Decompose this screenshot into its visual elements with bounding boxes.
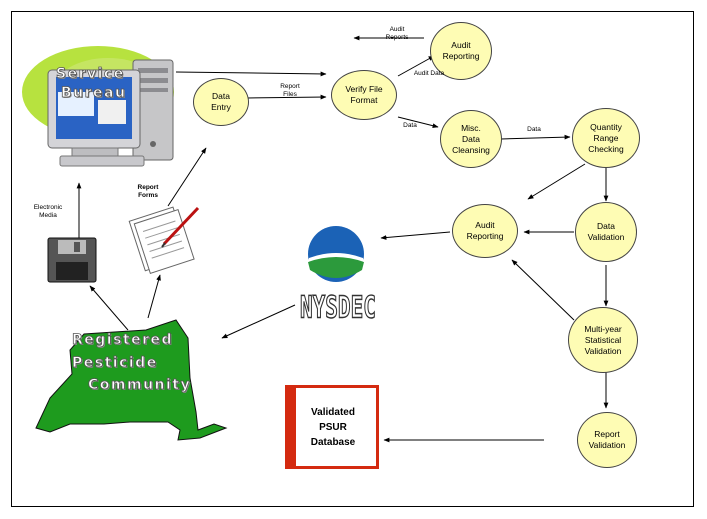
floppy-disk-icon: [47, 237, 97, 283]
service-bureau-label-line1: Service: [56, 66, 125, 83]
node-verify-file-format: Verify File Format: [331, 70, 397, 120]
computer-icon: [22, 46, 174, 167]
arrow-nysdec-to-community: [221, 304, 296, 339]
database-tab-accent: [285, 385, 296, 469]
community-label-line3: Community: [88, 377, 192, 394]
arrow-entry-to-verify: [246, 94, 327, 100]
label-data-2: Data: [527, 126, 541, 133]
arrow-community-to-forms: [147, 274, 161, 319]
database-label-line1: Validated: [311, 406, 355, 418]
label-data-1: Data: [403, 122, 417, 129]
nysdec-logo-icon: [308, 226, 364, 282]
community-label-line2: Pesticide: [72, 355, 158, 372]
node-data-entry: Data Entry: [193, 78, 249, 126]
label-report-files: Report Files: [280, 83, 300, 98]
node-report-validation: Report Validation: [577, 412, 637, 468]
label-report-forms: Report Forms: [137, 184, 159, 199]
service-bureau-label-line2: Bureau: [61, 85, 127, 102]
nysdec-label: NYSDEC: [300, 289, 377, 325]
arrow-quantity-to-audit: [527, 163, 586, 200]
node-misc-data-cleansing: Misc. Data Cleansing: [440, 110, 502, 168]
label-audit-data: Audit Data: [413, 70, 445, 77]
arrow-multiyear-to-audit: [511, 259, 575, 321]
label-electronic-media: Electronic Media: [33, 204, 63, 219]
arrow-verify-to-cleansing: [397, 116, 439, 129]
node-audit-reporting-top: Audit Reporting: [430, 22, 492, 80]
node-data-validation: Data Validation: [575, 202, 637, 262]
new-york-state-map-icon: [35, 319, 228, 441]
node-quantity-range-checking: Quantity Range Checking: [572, 108, 640, 168]
arrow-verify-to-audit: [397, 55, 435, 77]
arrow-bureau-to-verify: [175, 71, 327, 77]
community-label-line1: Registered: [72, 332, 174, 349]
node-multi-year-validation: Multi-year Statistical Validation: [568, 307, 638, 373]
label-audit-reports: Audit Reports: [385, 26, 409, 41]
report-forms-icon: [128, 206, 200, 274]
validated-psur-database: Validated PSUR Database: [285, 385, 379, 469]
arrow-community-to-floppy: [89, 285, 129, 331]
arrow-cleansing-to-quantity: [500, 134, 571, 140]
arrow-forms-to-entry: [167, 147, 207, 207]
database-label-line2: PSUR: [319, 421, 347, 433]
database-label-line3: Database: [310, 436, 356, 448]
node-audit-reporting-mid: Audit Reporting: [452, 204, 518, 258]
arrow-audit-to-nysdec: [380, 231, 451, 240]
